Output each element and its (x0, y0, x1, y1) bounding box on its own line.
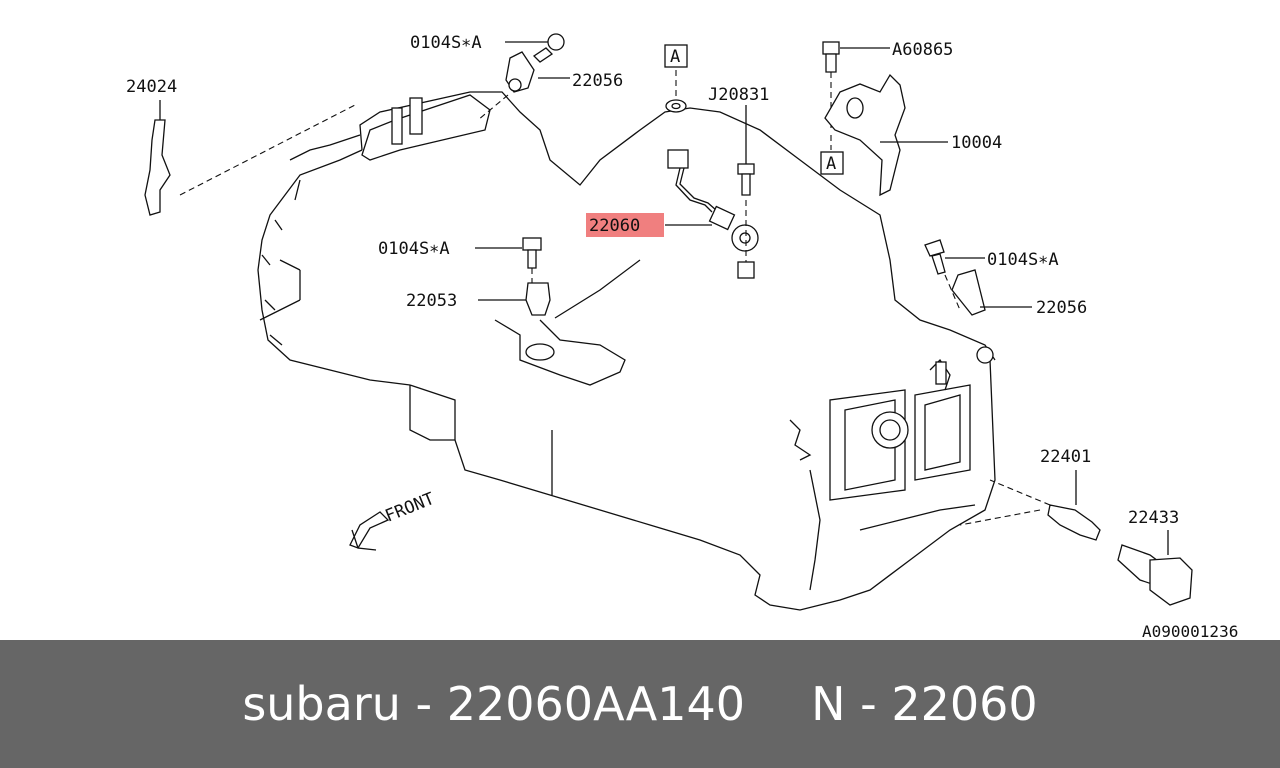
front-arrow-icon: FRONT (349, 489, 437, 551)
part-bracket-24024 (144, 100, 356, 216)
part-bolt-a60865 (822, 41, 840, 128)
part-bolt-0104-top (532, 33, 565, 63)
ref-box-a-top (664, 44, 688, 68)
part-spark-plug-22401 (959, 470, 1101, 541)
callout-a60865: A60865 (892, 40, 953, 60)
mount-boss-a (665, 99, 687, 113)
engine-parts-diagram: FRONT 24024 0104S∗A 22056 A J20831 A6086… (126, 33, 1238, 640)
callout-22056-top: 22056 (572, 71, 623, 91)
callout-24024: 24024 (126, 77, 177, 97)
part-hanger-10004 (824, 73, 906, 197)
callout-0104s-a-mid: 0104S∗A (378, 239, 450, 259)
callouts: 24024 0104S∗A 22056 A J20831 A60865 A 10… (126, 33, 1238, 640)
highlight-22060 (586, 213, 664, 237)
ref-box-a-mid (820, 151, 844, 175)
leader-lines (475, 41, 1032, 308)
reference-code: A090001236 (1142, 622, 1238, 640)
part-sensor-22056-top (477, 51, 535, 121)
part-knock-sensor-22060 (667, 149, 759, 279)
callout-22056-right: 22056 (1036, 298, 1087, 318)
part-sensor-22056-right (951, 269, 986, 316)
callout-22433: 22433 (1128, 508, 1179, 528)
callout-j20831: J20831 (708, 85, 769, 105)
part-bolt-0104-mid (522, 237, 542, 269)
part-sensor-22053 (525, 268, 551, 316)
callout-10004: 10004 (951, 133, 1002, 153)
callout-a-top: A (670, 47, 680, 67)
front-label: FRONT (382, 489, 437, 527)
callout-22060: 22060 (589, 216, 640, 236)
brand-part-number: subaru - 22060AA140 (242, 677, 746, 731)
part-ignition-coil-22433 (1117, 530, 1193, 606)
part-number-footer: subaru - 22060AA140 N - 22060 (0, 640, 1280, 768)
part-bolt-j20831 (737, 105, 755, 196)
callout-0104s-a-right: 0104S∗A (987, 250, 1059, 270)
n-part-number: N - 22060 (811, 677, 1038, 731)
callout-22053: 22053 (406, 291, 457, 311)
callout-22401: 22401 (1040, 447, 1091, 467)
part-bolt-0104-right (924, 239, 961, 311)
callout-a-mid: A (826, 154, 836, 174)
callout-0104s-a-top: 0104S∗A (410, 33, 482, 53)
